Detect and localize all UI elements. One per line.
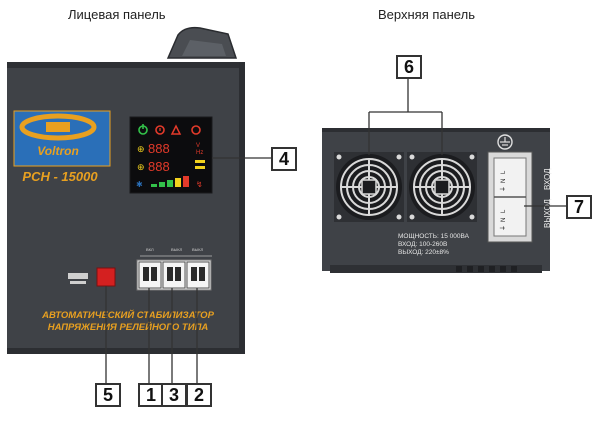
spec-line-3: ВЫХОД: 220±8% xyxy=(398,249,449,256)
callout-3: 3 xyxy=(161,383,187,407)
front-panel-caption: Лицевая панель xyxy=(68,7,166,22)
top-panel-caption: Верхняя панель xyxy=(378,7,475,22)
terminal-block: L N ⏚ L N ⏚ ВХОД ВЫХОД xyxy=(487,151,552,243)
svg-text:V: V xyxy=(196,143,200,149)
ground-icon xyxy=(497,134,513,150)
power-switch xyxy=(68,267,116,287)
fan-left xyxy=(334,152,404,222)
breaker-2 xyxy=(162,261,186,289)
breaker-1 xyxy=(138,261,162,289)
breaker-label-2: ВЫКЛ xyxy=(171,247,183,252)
terminal-mark-2: N xyxy=(501,179,507,183)
label-line-1: АВТОМАТИЧЕСКИЙ СТАБИЛИЗАТОР xyxy=(41,309,214,321)
brand-script-text: Voltron xyxy=(37,144,79,158)
label-line-2: НАПРЯЖЕНИЯ РЕЛЕЙНОГО ТИПА xyxy=(48,321,209,333)
callout-1: 1 xyxy=(138,383,164,407)
terminal-out-label: ВЫХОД xyxy=(543,198,552,228)
temperature-icon xyxy=(191,125,201,135)
svg-text:⊕: ⊕ xyxy=(137,144,145,154)
callout-4: 4 xyxy=(271,147,297,171)
breaker-label-1: ВКЛ xyxy=(146,247,154,252)
callout-6: 6 xyxy=(396,55,422,79)
terminal-mark-6: ⏚ xyxy=(500,225,507,231)
fan-right xyxy=(407,152,477,222)
clock-icon xyxy=(155,125,165,135)
terminal-mark-4: L xyxy=(501,209,507,213)
terminal-mark-3: ⏚ xyxy=(500,186,507,192)
svg-text:↯: ↯ xyxy=(196,180,203,189)
terminal-mark-5: N xyxy=(501,218,507,222)
model-text: РСН - 15000 xyxy=(22,169,98,184)
svg-text:✱: ✱ xyxy=(136,180,143,189)
brand-logo: Voltron РСН - 15000 xyxy=(13,110,111,184)
display-row1: 888 xyxy=(148,141,170,156)
breaker-3 xyxy=(186,261,210,289)
spec-line-1: МОЩНОСТЬ: 15 000ВА xyxy=(398,233,470,240)
callout-2: 2 xyxy=(186,383,212,407)
circuit-breakers: ВКЛ ВЫКЛ ВЫКЛ xyxy=(136,247,212,291)
spec-line-2: ВХОД: 100-260В xyxy=(398,241,447,248)
callout-7: 7 xyxy=(566,195,592,219)
display-row2: 888 xyxy=(148,159,170,174)
svg-text:⊕: ⊕ xyxy=(137,162,145,172)
top-handle xyxy=(166,26,238,59)
breaker-label-3: ВЫКЛ xyxy=(192,247,204,252)
terminal-mark-1: L xyxy=(501,170,507,174)
led-display: ⊕ 888 V Hz ⊕ 888 ✱ ↯ xyxy=(129,116,213,194)
front-callout-lines xyxy=(105,157,272,383)
terminal-in-label: ВХОД xyxy=(543,168,552,190)
callout-5: 5 xyxy=(95,383,121,407)
svg-text:Hz: Hz xyxy=(196,150,203,156)
top-callout-lines xyxy=(368,78,566,207)
warning-icon xyxy=(170,124,182,135)
